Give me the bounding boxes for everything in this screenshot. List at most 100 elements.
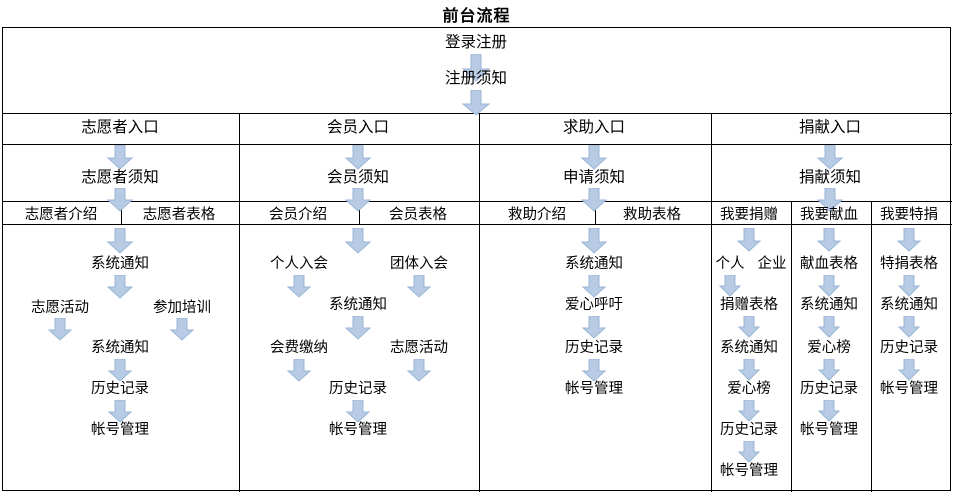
notice-volunteer[interactable]: 志愿者须知	[81, 168, 159, 186]
node-blood-sysnotice[interactable]: 系统通知	[800, 297, 858, 313]
subheader-divider-c	[595, 201, 596, 224]
donation-divider-2	[871, 201, 872, 492]
down-arrow-icon	[817, 359, 841, 381]
divider-subheader-bottom	[3, 224, 952, 225]
node-donate-account[interactable]: 帐号管理	[720, 463, 778, 479]
down-arrow-icon	[817, 400, 841, 422]
down-arrow-icon	[817, 275, 841, 297]
column-divider-1	[239, 113, 240, 492]
down-arrow-icon	[286, 359, 312, 382]
node-help-history[interactable]: 历史记录	[565, 340, 623, 356]
diagram-frame	[2, 27, 952, 492]
node-member-account[interactable]: 帐号管理	[329, 422, 387, 438]
divider-entry-bottom	[3, 144, 952, 145]
donation-divider-1	[791, 201, 792, 492]
down-arrow-icon	[461, 90, 491, 116]
page-title: 前台流程	[442, 6, 511, 25]
node-donate-sysnotice[interactable]: 系统通知	[720, 340, 778, 356]
node-special-sysnotice[interactable]: 系统通知	[880, 297, 938, 313]
down-arrow-icon	[47, 318, 73, 341]
down-arrow-icon	[107, 359, 133, 382]
node-special-account[interactable]: 帐号管理	[880, 381, 938, 397]
entry-label-donate[interactable]: 捐献入口	[798, 118, 862, 136]
down-arrow-icon	[106, 188, 134, 212]
node-donate-personal[interactable]: 个人	[715, 256, 745, 272]
node-blood-account[interactable]: 帐号管理	[800, 422, 858, 438]
down-arrow-icon	[897, 275, 921, 297]
down-arrow-icon	[816, 228, 842, 252]
down-arrow-icon	[107, 400, 133, 423]
node-donate-history[interactable]: 历史记录	[720, 422, 778, 438]
subheader-volunteer-form[interactable]: 志愿者表格	[142, 207, 216, 223]
node-member-personal-join[interactable]: 个人入会	[270, 256, 328, 272]
down-arrow-icon	[344, 316, 372, 340]
subheader-member-intro[interactable]: 会员介绍	[269, 207, 327, 223]
down-arrow-icon	[580, 188, 608, 212]
down-arrow-icon	[406, 275, 432, 298]
node-member-history[interactable]: 历史记录	[329, 381, 387, 397]
down-arrow-icon	[106, 145, 134, 170]
column-divider-3	[711, 113, 712, 492]
down-arrow-icon	[718, 275, 742, 297]
notice-member[interactable]: 会员须知	[326, 168, 390, 186]
down-arrow-icon	[169, 318, 195, 341]
entry-label-member[interactable]: 会员入口	[326, 118, 390, 136]
down-arrow-icon	[581, 316, 607, 339]
subheader-divider-b	[359, 201, 360, 224]
node-blood-form[interactable]: 献血表格	[800, 256, 858, 272]
down-arrow-icon	[581, 275, 607, 298]
notice-donate[interactable]: 捐献须知	[798, 168, 862, 186]
notice-help[interactable]: 申请须知	[562, 168, 626, 186]
node-special-history[interactable]: 历史记录	[880, 340, 938, 356]
node-donate-enterprise[interactable]: 企业	[757, 256, 787, 272]
node-member-fee[interactable]: 会费缴纳	[270, 340, 328, 356]
node-volunteer-account[interactable]: 帐号管理	[91, 422, 149, 438]
node-donate-charity-board[interactable]: 爱心榜	[727, 381, 771, 397]
down-arrow-icon	[106, 228, 134, 254]
down-arrow-icon	[736, 228, 762, 252]
subheader-member-form[interactable]: 会员表格	[389, 207, 447, 223]
subheader-volunteer-intro[interactable]: 志愿者介绍	[24, 207, 98, 223]
down-arrow-icon	[737, 359, 761, 381]
entry-label-help[interactable]: 求助入口	[562, 118, 626, 136]
subheader-aid-intro[interactable]: 救助介绍	[508, 207, 566, 223]
down-arrow-icon	[737, 400, 761, 422]
node-special-form[interactable]: 特捐表格	[880, 256, 938, 272]
down-arrow-icon	[106, 275, 134, 299]
down-arrow-icon	[737, 316, 761, 338]
divider-subheader-top	[3, 201, 952, 202]
down-arrow-icon	[581, 359, 607, 382]
down-arrow-icon	[344, 188, 372, 212]
node-volunteer-sysnotice-2[interactable]: 系统通知	[91, 340, 149, 356]
node-help-appeal[interactable]: 爱心呼吁	[565, 297, 623, 313]
node-login-register: 登录注册	[444, 33, 508, 51]
node-help-account[interactable]: 帐号管理	[565, 381, 623, 397]
node-volunteer-training[interactable]: 参加培训	[153, 300, 211, 316]
entry-label-volunteer[interactable]: 志愿者入口	[81, 118, 159, 136]
down-arrow-icon	[580, 228, 608, 254]
down-arrow-icon	[344, 228, 372, 254]
node-register-notice: 注册须知	[444, 69, 508, 87]
node-blood-charity-board[interactable]: 爱心榜	[807, 340, 851, 356]
subheader-divider-a	[121, 201, 122, 224]
down-arrow-icon	[737, 441, 761, 463]
down-arrow-icon	[896, 228, 922, 252]
node-help-sysnotice[interactable]: 系统通知	[565, 256, 623, 272]
subheader-aid-form[interactable]: 救助表格	[623, 207, 681, 223]
node-volunteer-history[interactable]: 历史记录	[91, 381, 149, 397]
node-donate-form[interactable]: 捐赠表格	[720, 297, 778, 313]
subheader-donate-special[interactable]: 我要特捐	[880, 207, 938, 223]
subheader-donate-gift[interactable]: 我要捐赠	[720, 207, 778, 223]
down-arrow-icon	[897, 316, 921, 338]
down-arrow-icon	[345, 400, 371, 423]
node-member-volunteer[interactable]: 志愿活动	[390, 340, 448, 356]
node-volunteer-sysnotice-1[interactable]: 系统通知	[91, 256, 149, 272]
node-volunteer-activity[interactable]: 志愿活动	[31, 300, 89, 316]
node-member-sysnotice[interactable]: 系统通知	[329, 297, 387, 313]
down-arrow-icon	[580, 145, 608, 170]
subheader-donate-blood[interactable]: 我要献血	[800, 207, 858, 223]
column-divider-2	[479, 113, 480, 492]
node-member-group-join[interactable]: 团体入会	[390, 256, 448, 272]
down-arrow-icon	[816, 188, 844, 212]
node-blood-history[interactable]: 历史记录	[800, 381, 858, 397]
